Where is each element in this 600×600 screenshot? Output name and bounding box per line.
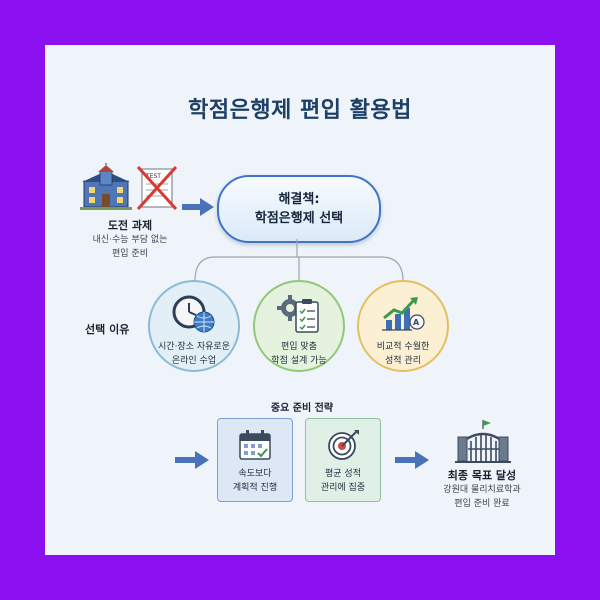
svg-text:A: A [413,318,420,327]
goal-desc-line2: 편입 준비 완료 [454,499,510,509]
infographic-card: 학점은행제 편입 활용법 TEST [45,45,555,555]
goal-description: 강원대 물리치료학과 편입 준비 완료 [417,483,547,511]
strategy-2-line2: 관리에 집중 [320,483,366,493]
challenge-icons: TEST [80,161,180,213]
gear-checklist-icon [277,295,319,333]
reason-3-line2: 성적 관리 [385,356,421,366]
reason-circle-3: A 비교적 수월한 성적 관리 [357,280,449,372]
arrow-to-solution [182,198,214,216]
challenge-desc-line2: 편입 준비 [112,249,148,259]
university-gate-icon [455,420,511,463]
strategy-1-line2: 계획적 진행 [232,483,278,493]
svg-text:TEST: TEST [145,173,161,180]
reason-circle-2: 편입 맞춤 학점 설계 가능 [253,280,345,372]
challenge-description: 내신·수능 부담 없는 편입 준비 [70,233,190,261]
reasons-label: 선택 이유 [85,323,130,336]
connector-lines [194,239,404,282]
reason-2-line2: 학점 설계 가능 [271,356,327,366]
arrow-to-strategy [175,451,209,469]
reason-1-line1: 시간·장소 자유로운 [158,342,230,352]
goal-heading: 최종 목표 달성 [447,469,517,482]
solution-line2: 학점은행제 선택 [254,211,344,226]
reason-3-line1: 비교적 수월한 [376,342,430,352]
strategy-1-line1: 속도보다 [238,469,272,479]
strategy-box-1: 속도보다 계획적 진행 [217,418,293,502]
goal-desc-line1: 강원대 물리치료학과 [443,485,521,495]
growth-chart-icon: A [382,297,425,331]
strategy-box-2: 평균 성적 관리에 집중 [305,418,381,502]
solution-pill: 해결책: 학점은행제 선택 [217,175,381,243]
strategy-2-line1: 평균 성적 [325,469,361,479]
challenge-desc-line1: 내신·수능 부담 없는 [92,235,168,245]
strategy-heading: 중요 준비 전략 [270,403,334,414]
school-icon [80,161,132,210]
challenge-heading: 도전 과제 [107,219,153,232]
target-icon [328,430,359,460]
solution-line1: 해결책: [278,192,320,207]
reason-circle-1: 시간·장소 자유로운 온라인 수업 [148,280,240,372]
clock-globe-icon [172,295,215,333]
reason-2-line1: 편입 맞춤 [281,342,317,352]
arrow-to-goal [395,451,429,469]
page-title: 학점은행제 편입 활용법 [188,98,412,123]
calendar-icon [239,430,271,460]
crossed-test-icon: TEST [136,165,178,211]
reason-1-line2: 온라인 수업 [171,356,217,366]
